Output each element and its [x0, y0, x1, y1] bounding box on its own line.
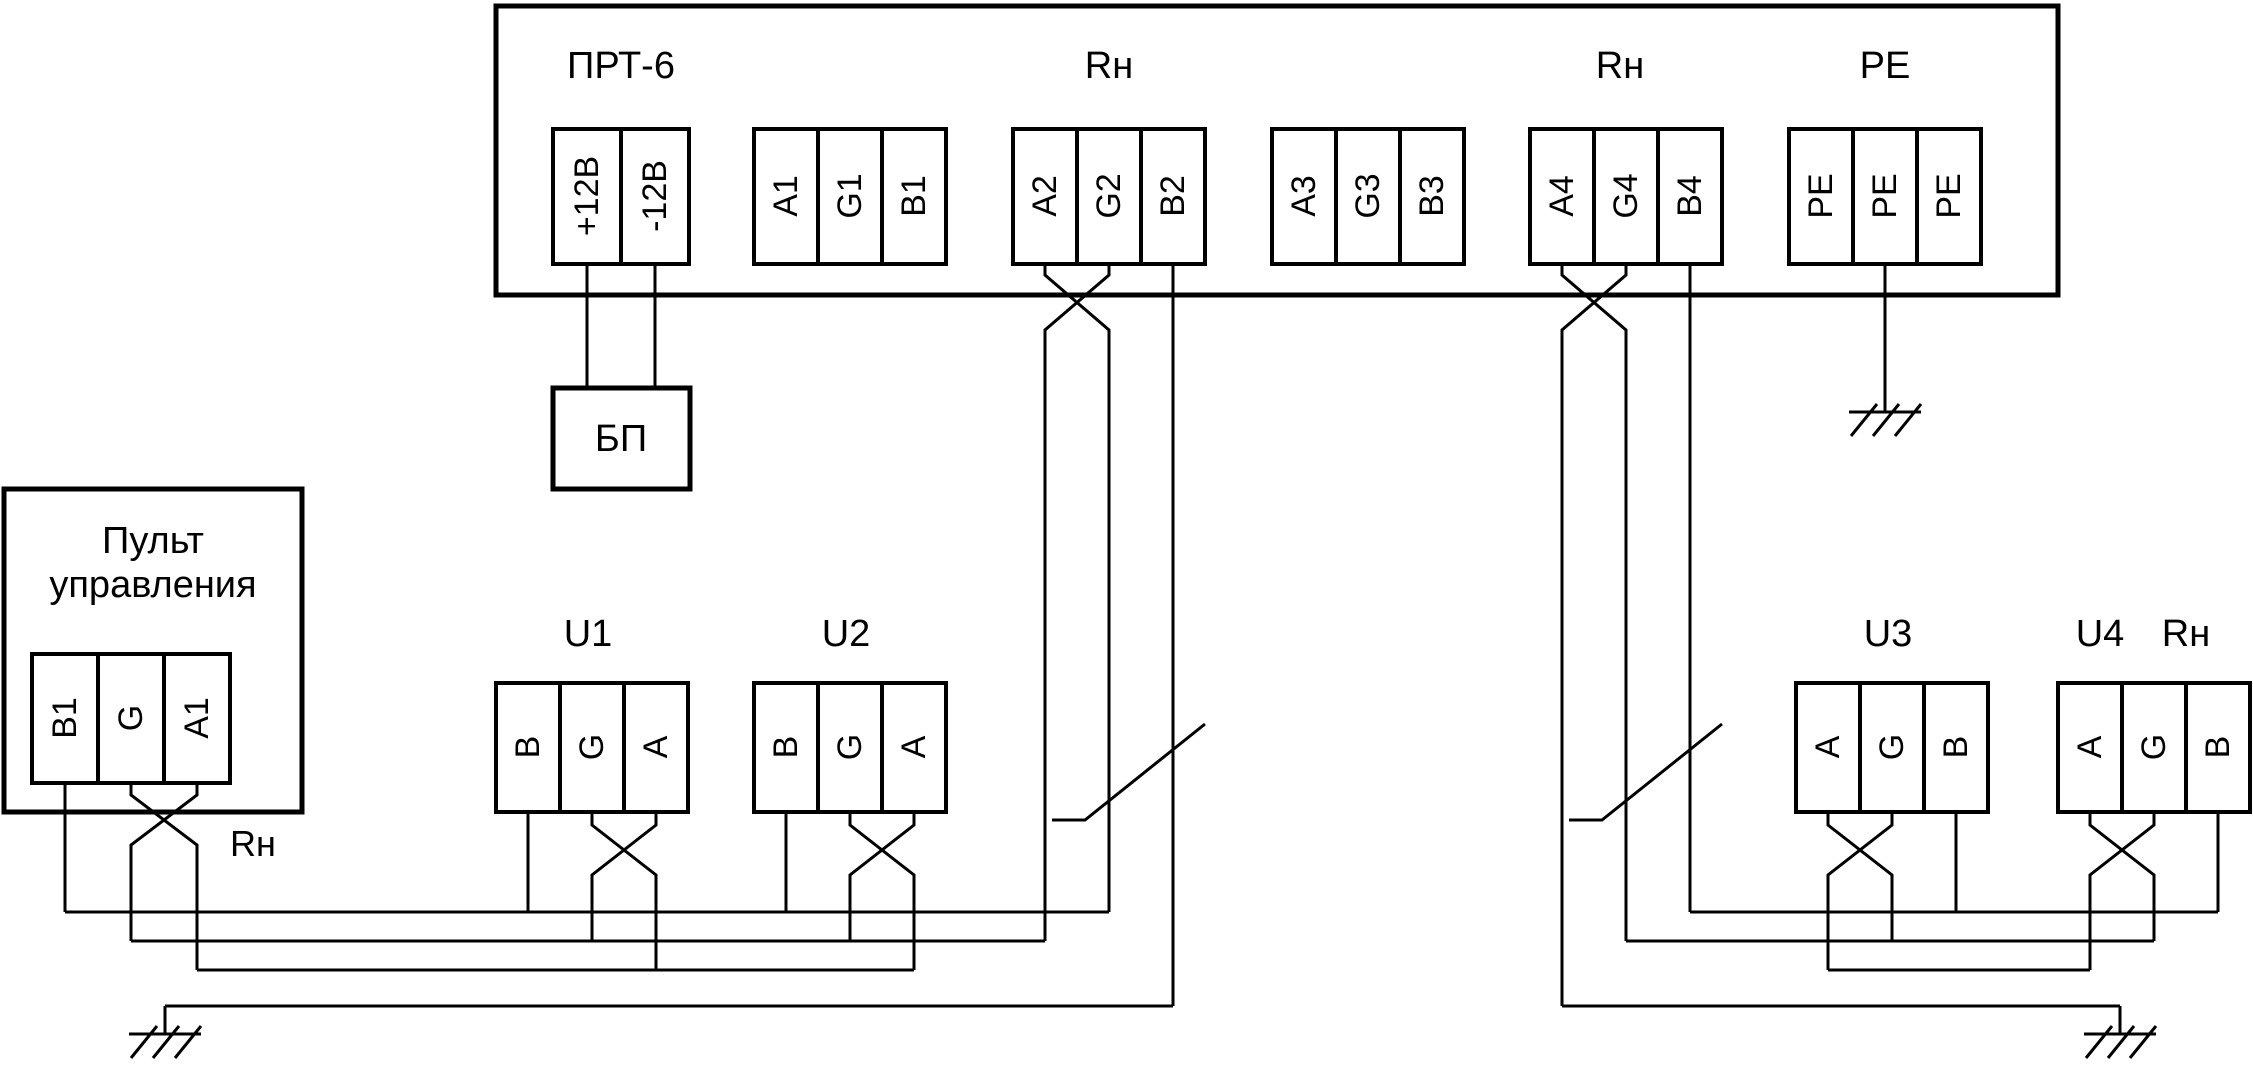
rn-label-ch2: Rн	[1085, 45, 1133, 87]
pe-group-label: PE	[1860, 45, 1911, 87]
terminal-block-u3: A G B	[1794, 681, 1990, 814]
u4-label: U4	[2076, 613, 2125, 655]
terminal-label: A	[637, 735, 675, 758]
terminal-g1	[816, 127, 884, 266]
terminal-u3-g	[1858, 681, 1926, 814]
terminal-label: A4	[1543, 175, 1581, 217]
terminal-block-psu: +12В -12В	[551, 127, 691, 266]
terminal-b1	[880, 127, 948, 266]
terminal-label: B1	[895, 175, 933, 217]
wire-a4-cross-down	[1560, 264, 1628, 941]
u3-label: U3	[1864, 613, 1913, 655]
terminal-label: B2	[1154, 175, 1192, 217]
terminal-label: -12В	[636, 160, 674, 232]
terminal-label: A2	[1026, 175, 1064, 217]
terminal-label: A1	[178, 697, 216, 739]
power-supply-box	[550, 385, 693, 492]
terminal-g4	[1592, 127, 1660, 266]
terminal-block-u4: A G B	[2056, 681, 2252, 814]
ground-symbol-pe	[1849, 403, 1923, 437]
terminal-label: G3	[1349, 173, 1387, 218]
main-unit-label: ПРТ-6	[567, 45, 675, 87]
terminal-label: B	[509, 736, 547, 759]
terminal-u4-b	[2184, 681, 2252, 814]
terminal-plus12	[551, 127, 623, 266]
terminal-u2-b	[752, 681, 820, 814]
terminal-u3-a	[1794, 681, 1862, 814]
terminal-block-ch2: A2 G2 B2	[1011, 127, 1207, 266]
terminal-label: G2	[1090, 173, 1128, 218]
terminal-a2	[1011, 127, 1079, 266]
terminal-label: G	[831, 734, 869, 760]
wire-u4-g-cross	[2088, 812, 2156, 970]
terminal-b3	[1398, 127, 1466, 266]
terminal-cp-b1	[30, 652, 100, 785]
terminal-label: PE	[1866, 173, 1904, 218]
wiring	[63, 264, 2220, 1034]
wire-cp-a1-cross	[129, 783, 199, 941]
terminal-u2-a	[880, 681, 948, 814]
terminal-block-control-panel: B1 G A1	[30, 652, 232, 785]
terminal-label: A	[1809, 735, 1847, 758]
ground-symbol-left	[129, 1025, 203, 1059]
rn-label-u4: Rн	[2162, 613, 2210, 655]
terminal-u1-b	[494, 681, 562, 814]
wire-u2-a-cross	[848, 812, 916, 941]
terminal-g3	[1334, 127, 1402, 266]
terminal-u1-a	[622, 681, 690, 814]
terminal-block-ch3: A3 G3 B3	[1270, 127, 1466, 266]
wire-u1-g-cross	[590, 812, 658, 970]
terminal-block-pe: PE PE PE	[1787, 127, 1983, 266]
terminal-label: B1	[46, 697, 84, 739]
ground-symbol-right	[2084, 1025, 2158, 1059]
wire-a2-cross-down	[1043, 264, 1111, 912]
cable-slash-left	[1052, 722, 1206, 822]
terminal-label: G1	[831, 173, 869, 218]
power-supply-label: БП	[595, 418, 647, 460]
rn-label-ch4: Rн	[1596, 45, 1644, 87]
terminal-u1-g	[558, 681, 626, 814]
wire-g2-cross-down	[1043, 264, 1111, 941]
u2-label: U2	[822, 613, 871, 655]
rn-label-control-panel: Rн	[230, 823, 276, 864]
wire-u3-g-cross	[1826, 812, 1894, 970]
terminal-label: A1	[767, 175, 805, 217]
terminal-label: A3	[1285, 175, 1323, 217]
terminal-label: A	[895, 735, 933, 758]
u1-label: U1	[564, 613, 613, 655]
terminal-label: PE	[1930, 173, 1968, 218]
terminal-label: G	[112, 705, 150, 731]
terminal-label: +12В	[568, 156, 606, 236]
terminal-u3-b	[1922, 681, 1990, 814]
wire-u1-a-cross	[590, 812, 658, 941]
terminal-label: B4	[1671, 175, 1709, 217]
control-panel-label-line2: управления	[49, 564, 256, 606]
terminal-pe1	[1787, 127, 1855, 266]
control-panel-label-line1: Пульт	[102, 520, 204, 562]
terminal-label: B	[2199, 736, 2237, 759]
terminal-label: B3	[1413, 175, 1451, 217]
terminal-label: PE	[1802, 173, 1840, 218]
wire-u2-g-cross	[848, 812, 916, 970]
cable-slash-right	[1569, 722, 1723, 822]
terminal-label: G	[573, 734, 611, 760]
terminal-cp-a1	[162, 652, 232, 785]
wire-g4-cross-down	[1560, 264, 1628, 1006]
terminal-label: B	[767, 736, 805, 759]
terminal-block-u2: B G A	[752, 681, 948, 814]
terminal-label: G	[1873, 734, 1911, 760]
terminal-u4-g	[2120, 681, 2188, 814]
terminal-b4	[1656, 127, 1724, 266]
terminal-b2	[1139, 127, 1207, 266]
terminal-pe3	[1915, 127, 1983, 266]
terminal-label: G4	[1607, 173, 1645, 218]
terminal-block-ch4: A4 G4 B4	[1528, 127, 1724, 266]
terminal-label: B	[1937, 736, 1975, 759]
terminal-block-u1: B G A	[494, 681, 690, 814]
terminal-minus12	[619, 127, 691, 266]
terminal-label: G	[2135, 734, 2173, 760]
terminal-block-ch1: A1 G1 B1	[752, 127, 948, 266]
terminal-label: A	[2071, 735, 2109, 758]
